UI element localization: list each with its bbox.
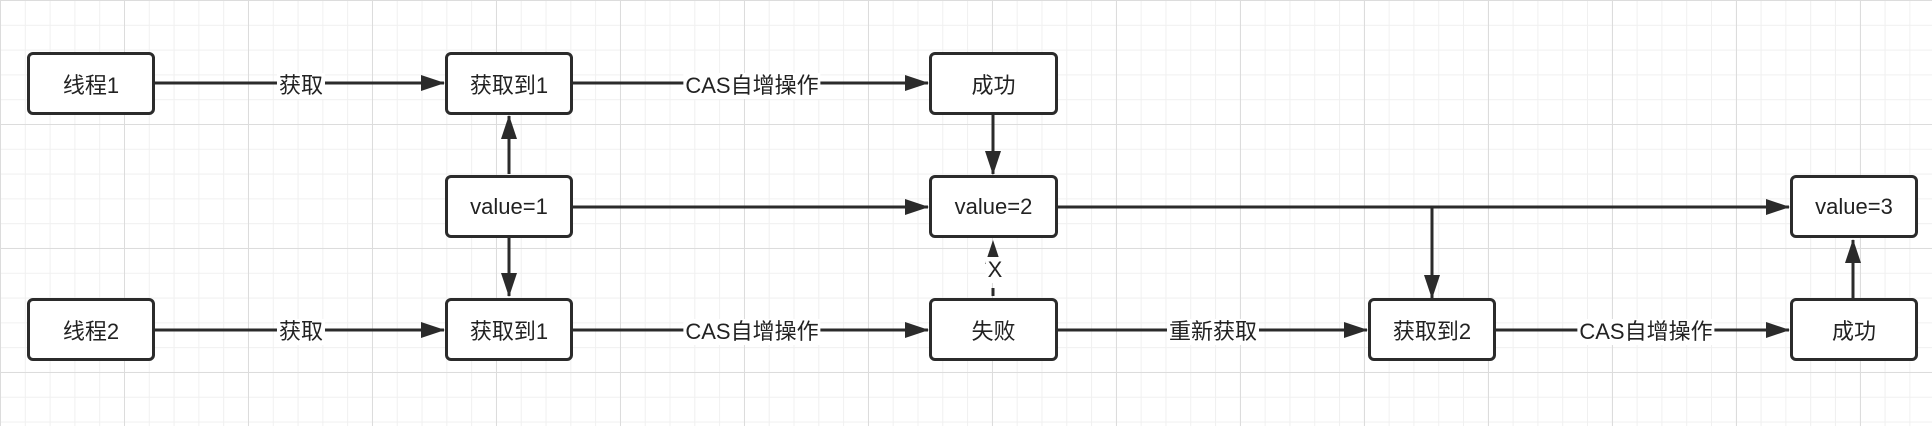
node-value1: value=1 [445, 175, 573, 238]
node-success-top: 成功 [929, 52, 1058, 115]
edge-label-refetch: 重新获取 [1166, 319, 1260, 345]
edge-label-fail-mark: X [985, 257, 1005, 283]
edge-label-fetch-bottom: 获取 [276, 319, 326, 345]
node-thread1: 线程1 [27, 52, 155, 115]
node-value2: value=2 [929, 175, 1058, 238]
node-value3: value=3 [1790, 175, 1918, 238]
edge-label-cas-second: CAS自增操作 [1577, 319, 1715, 345]
edge-label-fetch-top: 获取 [276, 73, 326, 99]
node-thread2: 线程2 [27, 298, 155, 361]
node-get1-top: 获取到1 [445, 52, 573, 115]
edge-label-cas-bottom: CAS自增操作 [683, 319, 821, 345]
node-get1-bottom: 获取到1 [445, 298, 573, 361]
node-success-bottom: 成功 [1790, 298, 1918, 361]
node-fail: 失败 [929, 298, 1058, 361]
edge-label-cas-top: CAS自增操作 [683, 73, 821, 99]
node-get2: 获取到2 [1368, 298, 1496, 361]
